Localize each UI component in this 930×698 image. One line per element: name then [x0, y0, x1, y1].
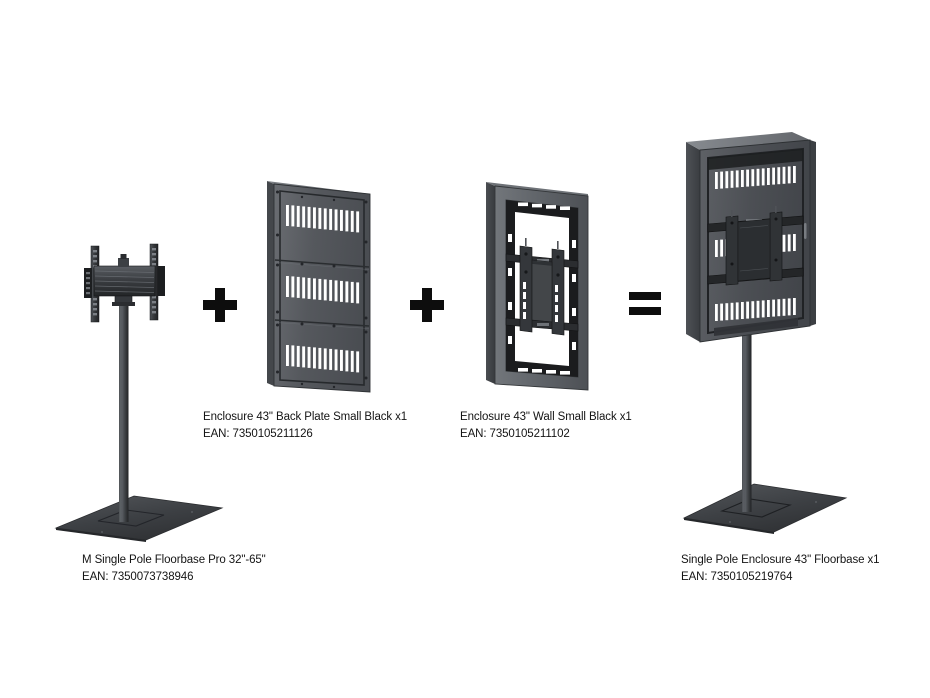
product-ean-back-plate: EAN: 7350105211126 [203, 428, 313, 440]
product-image-wall-frame [482, 172, 604, 397]
product-label-wall-frame: Enclosure 43" Wall Small Black x1 EAN: 7… [460, 409, 632, 443]
vent-slots-bottom [286, 345, 360, 373]
product-image-back-plate [262, 172, 382, 397]
assembly-vent-slots-top [715, 166, 796, 189]
product-name-floorbase: M Single Pole Floorbase Pro 32"-65" [82, 554, 266, 566]
product-ean-wall-frame: EAN: 7350105211102 [460, 428, 570, 440]
vent-slots-top [286, 205, 360, 233]
product-name-wall-frame: Enclosure 43" Wall Small Black x1 [460, 411, 632, 423]
wall-frame-mount-bracket [505, 238, 579, 336]
product-ean-assembly: EAN: 7350105219764 [681, 571, 793, 583]
equals-bar-bottom [629, 307, 661, 315]
equals-bar-top [629, 292, 661, 300]
product-image-floorbase [42, 240, 232, 542]
floorbase-tv-bracket [84, 243, 165, 323]
floorbase-pole [119, 298, 129, 522]
assembly-vent-slots-bottom [715, 298, 796, 321]
product-name-back-plate: Enclosure 43" Back Plate Small Black x1 [203, 411, 408, 423]
assembly-pole [742, 334, 752, 512]
product-label-floorbase: M Single Pole Floorbase Pro 32"-65" EAN:… [82, 552, 266, 586]
product-name-assembly: Single Pole Enclosure 43" Floorbase x1 [681, 554, 880, 566]
plus-operator-1 [203, 288, 237, 322]
product-image-assembly [670, 128, 860, 540]
assembly-enclosure [686, 132, 816, 343]
assembly-mount-bracket [707, 206, 804, 286]
assembly-base-plate [682, 483, 848, 534]
vent-slots-middle [286, 276, 360, 304]
product-label-back-plate: Enclosure 43" Back Plate Small Black x1 … [203, 409, 407, 443]
product-ean-floorbase: EAN: 7350073738946 [82, 571, 194, 583]
product-label-assembly: Single Pole Enclosure 43" Floorbase x1 E… [681, 552, 880, 586]
floorbase-base-plate [54, 495, 224, 542]
equals-operator [629, 292, 661, 316]
screw-holes [276, 190, 368, 389]
plus-operator-2 [410, 288, 444, 322]
